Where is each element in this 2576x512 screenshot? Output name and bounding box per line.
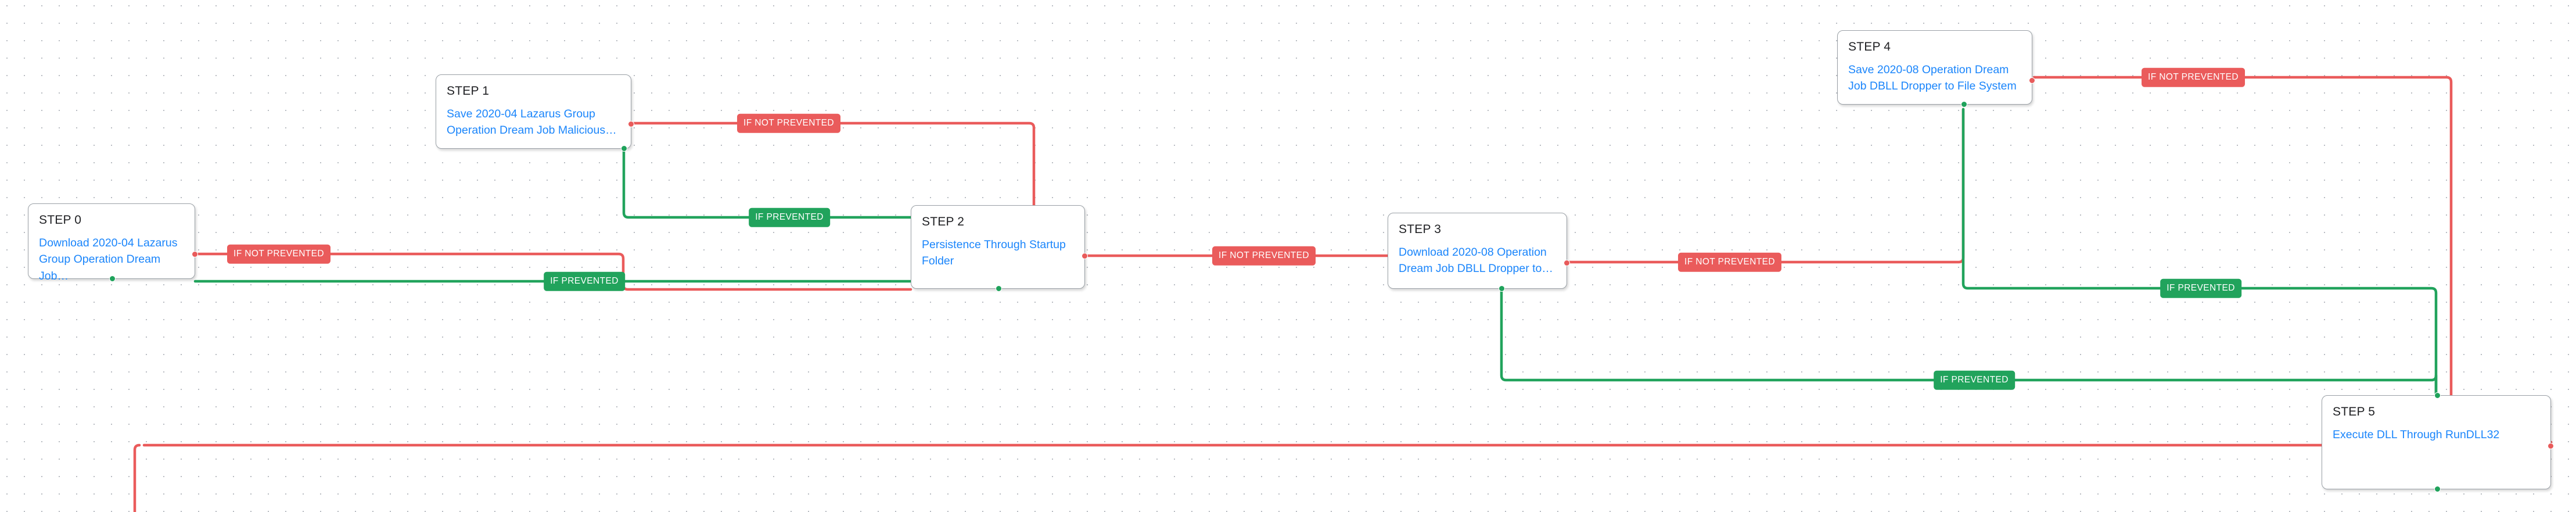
node-step-4-body[interactable]: Save 2020-08 Operation Dream Job DBLL Dr… bbox=[1848, 62, 2021, 95]
node-step-0-port-bottom[interactable] bbox=[109, 275, 116, 282]
node-step-5-port-right[interactable] bbox=[2548, 443, 2554, 449]
node-step-5[interactable]: STEP 5 Execute DLL Through RunDLL32 bbox=[2322, 392, 2554, 492]
node-step-1-title: STEP 1 bbox=[447, 84, 490, 98]
node-step-2-port-right[interactable] bbox=[1082, 253, 1088, 259]
node-step-2[interactable]: STEP 2 Persistence Through Startup Folde… bbox=[911, 205, 1088, 292]
node-step-1[interactable]: STEP 1 Save 2020-04 Lazarus Group Operat… bbox=[436, 74, 634, 152]
node-step-4[interactable]: STEP 4 Save 2020-08 Operation Dream Job … bbox=[1837, 30, 2035, 108]
edge-label-step1-not-prevented[interactable]: IF NOT PREVENTED bbox=[737, 113, 840, 133]
edge-step4-prevented[interactable] bbox=[1961, 108, 2438, 397]
edge-step4-not-prevented[interactable] bbox=[2032, 76, 2453, 443]
edge-label-step0-prevented[interactable]: IF PREVENTED bbox=[544, 271, 625, 291]
node-step-2-line-2: Folder bbox=[922, 255, 954, 268]
node-step-5-body[interactable]: Execute DLL Through RunDLL32 bbox=[2333, 427, 2540, 443]
node-step-3-port-bottom[interactable] bbox=[1499, 285, 1505, 292]
node-step-5-port-top[interactable] bbox=[2434, 392, 2441, 399]
node-step-3-line-1: Download 2020-08 Operation bbox=[1399, 246, 1547, 259]
node-step-0-body[interactable]: Download 2020-04 Lazarus Group Operation… bbox=[39, 235, 184, 284]
edge-step1-prevented[interactable] bbox=[622, 148, 912, 219]
edge-step5-not-prevented[interactable] bbox=[133, 440, 2553, 512]
edge-step1-not-prevented[interactable] bbox=[631, 121, 1036, 207]
node-step-3-body[interactable]: Download 2020-08 Operation Dream Job DBL… bbox=[1399, 244, 1556, 277]
node-step-1-line-2: Operation Dream Job Malicious… bbox=[447, 124, 617, 137]
node-step-0-port-right[interactable] bbox=[192, 251, 198, 257]
node-step-0-line-1: Download 2020-04 Lazarus bbox=[39, 237, 178, 250]
edge-label-step4-prevented[interactable]: IF PREVENTED bbox=[2160, 278, 2241, 298]
node-step-4-line-2: Job DBLL Dropper to File System bbox=[1848, 80, 2017, 93]
edge-step3-not-prevented[interactable] bbox=[1567, 108, 1965, 264]
edge-label-step0-not-prevented[interactable]: IF NOT PREVENTED bbox=[227, 244, 330, 264]
node-step-1-body[interactable]: Save 2020-04 Lazarus Group Operation Dre… bbox=[447, 106, 620, 139]
edge-label-step2-not-prevented[interactable]: IF NOT PREVENTED bbox=[1212, 246, 1316, 266]
edge-label-step1-prevented[interactable]: IF PREVENTED bbox=[749, 207, 830, 227]
node-step-4-port-bottom[interactable] bbox=[1961, 101, 1967, 108]
node-step-5-port-bottom[interactable] bbox=[2434, 486, 2441, 492]
node-step-3-title: STEP 3 bbox=[1399, 223, 1442, 236]
node-step-1-port-right[interactable] bbox=[628, 121, 634, 127]
edge-label-step3-prevented[interactable]: IF PREVENTED bbox=[1934, 370, 2015, 390]
node-step-4-title: STEP 4 bbox=[1848, 40, 1891, 53]
node-step-1-port-bottom[interactable] bbox=[621, 145, 627, 152]
node-step-2-title: STEP 2 bbox=[922, 215, 965, 228]
node-step-1-line-1: Save 2020-04 Lazarus Group bbox=[447, 108, 595, 121]
node-step-2-line-1: Persistence Through Startup bbox=[922, 238, 1066, 252]
edge-label-step4-not-prevented[interactable]: IF NOT PREVENTED bbox=[2142, 67, 2245, 87]
node-step-3-line-2: Dream Job DBLL Dropper to… bbox=[1399, 262, 1553, 275]
node-step-0-title: STEP 0 bbox=[39, 213, 82, 227]
node-step-4-port-right[interactable] bbox=[2029, 77, 2035, 84]
edge-label-step3-not-prevented[interactable]: IF NOT PREVENTED bbox=[1678, 252, 1781, 272]
node-step-5-title: STEP 5 bbox=[2333, 405, 2376, 418]
node-step-3[interactable]: STEP 3 Download 2020-08 Operation Dream … bbox=[1388, 213, 1570, 292]
node-step-2-body[interactable]: Persistence Through Startup Folder bbox=[922, 237, 1074, 270]
node-step-4-line-1: Save 2020-08 Operation Dream bbox=[1848, 63, 2009, 77]
node-step-5-line-1: Execute DLL Through RunDLL32 bbox=[2333, 428, 2500, 442]
node-step-0[interactable]: STEP 0 Download 2020-04 Lazarus Group Op… bbox=[28, 203, 198, 282]
node-step-2-port-bottom[interactable] bbox=[996, 285, 1002, 292]
node-step-3-port-right[interactable] bbox=[1564, 260, 1570, 266]
node-step-0-line-2: Group Operation Dream Job… bbox=[39, 253, 161, 282]
